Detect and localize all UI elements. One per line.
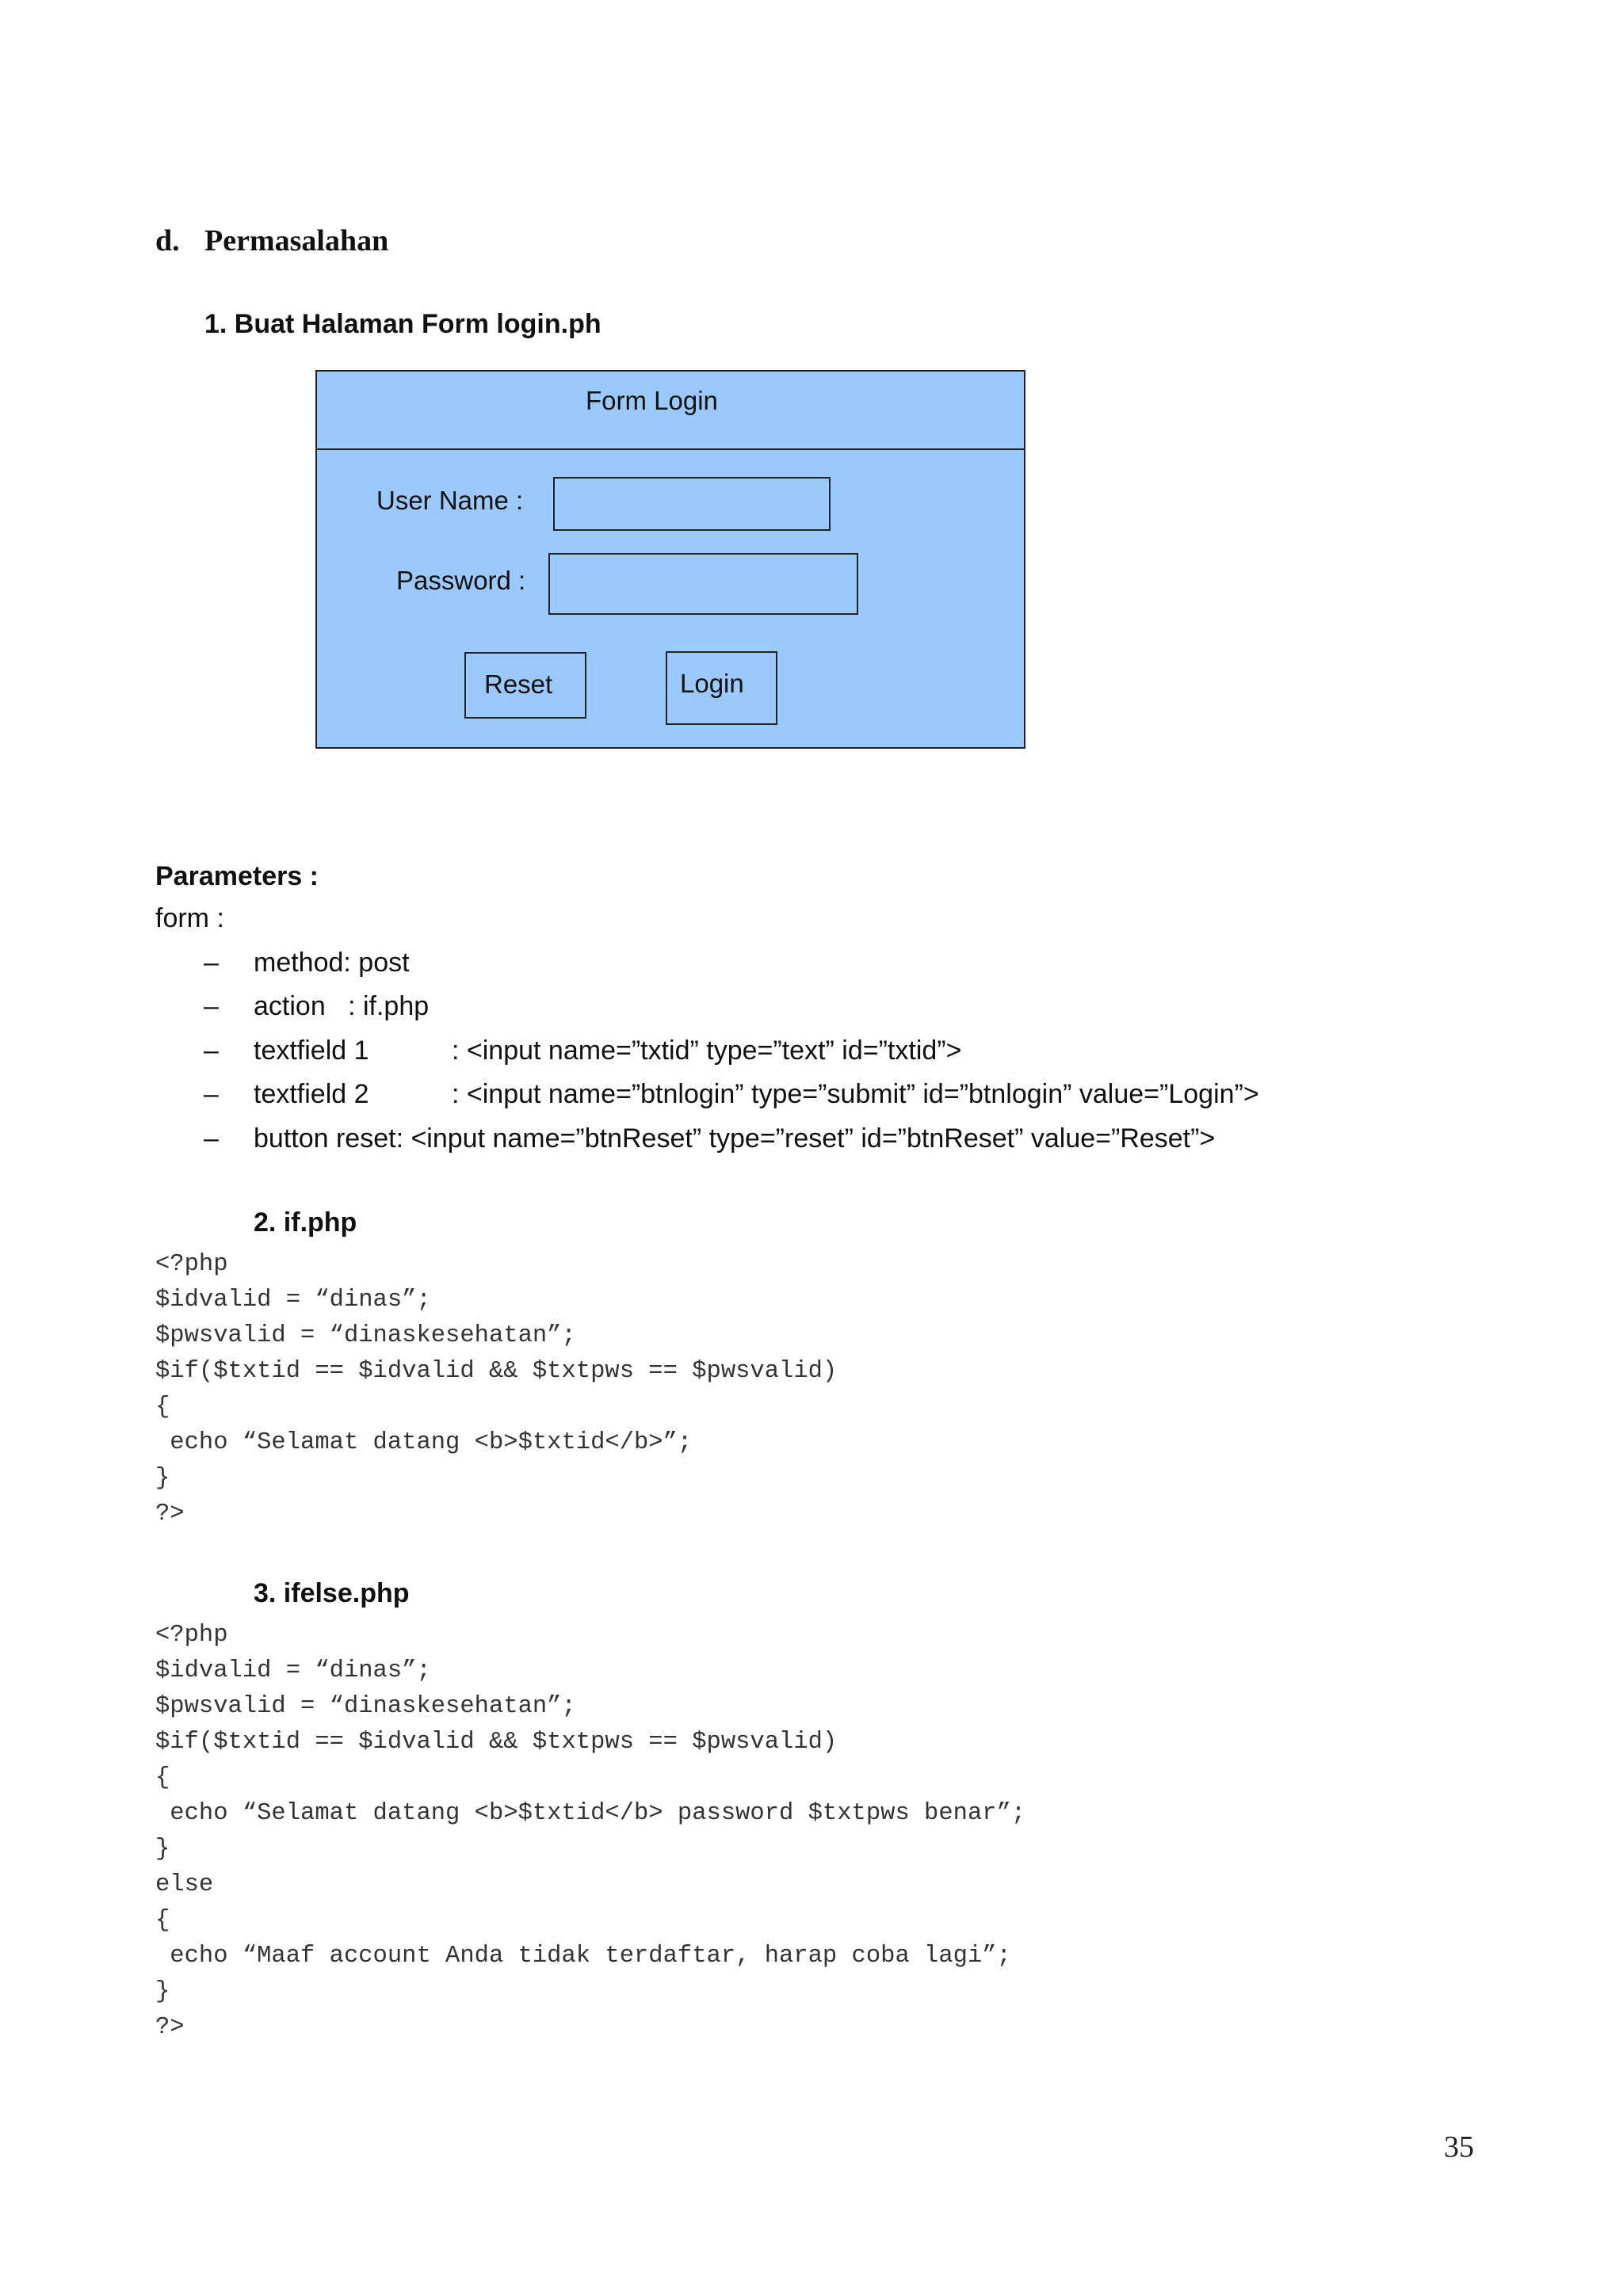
login-button: Login	[666, 651, 777, 725]
parameter-textfield-2: textfield 2	[254, 1079, 369, 1109]
password-label: Password :	[396, 566, 526, 595]
bullet-marker: –	[204, 991, 219, 1021]
reset-button: Reset	[464, 652, 586, 719]
mockup-title: Form Login	[586, 386, 718, 415]
username-label: User Name :	[376, 486, 524, 515]
parameter-textfield-2-value: : <input name=”btnlogin” type=”submit” i…	[452, 1079, 1259, 1109]
if-php-code: <?php $idvalid = “dinas”; $pwsvalid = “d…	[155, 1251, 838, 1527]
mockup-title-bar: Form Login	[317, 372, 1024, 450]
bullet-marker: –	[204, 1123, 219, 1154]
login-button-label: Login	[680, 669, 744, 698]
reset-button-label: Reset	[484, 669, 553, 699]
parameter-button-reset: button reset: <input name=”btnReset” typ…	[254, 1123, 1216, 1154]
page-number: 35	[1444, 2130, 1474, 2164]
parameter-action: action : if.php	[254, 991, 430, 1021]
section-marker: d.	[155, 224, 180, 257]
password-field	[548, 553, 858, 615]
username-field	[553, 477, 831, 531]
parameter-method: method: post	[254, 948, 410, 978]
bullet-marker: –	[204, 1079, 219, 1109]
bullet-marker: –	[204, 1035, 219, 1066]
task2-heading: 2. if.php	[254, 1207, 357, 1238]
form-label: form :	[155, 903, 224, 933]
parameter-textfield-1-value: : <input name=”txtid” type=”text” id=”tx…	[452, 1035, 962, 1066]
parameters-heading: Parameters :	[155, 861, 319, 891]
login-form-mockup: Form Login User Name : Password : Reset …	[315, 370, 1025, 749]
section-heading: d. Permasalahan	[155, 223, 388, 258]
section-title: Permasalahan	[204, 224, 389, 257]
ifelse-php-code: <?php $idvalid = “dinas”; $pwsvalid = “d…	[155, 1622, 1026, 2041]
parameter-textfield-1: textfield 1	[254, 1035, 369, 1066]
bullet-marker: –	[204, 948, 219, 978]
task1-heading: 1. Buat Halaman Form login.ph	[204, 309, 601, 339]
task3-heading: 3. ifelse.php	[254, 1578, 410, 1608]
